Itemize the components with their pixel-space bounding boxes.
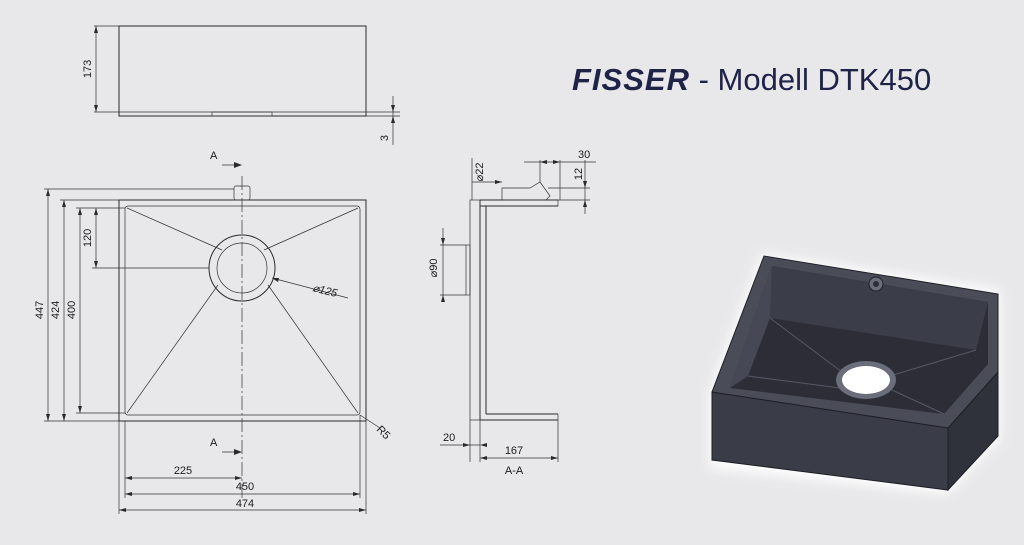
dim-424: 424 — [50, 301, 62, 319]
dim-3: 3 — [379, 135, 391, 141]
brand-name: FISSER — [572, 62, 690, 97]
product-title: FISSER - Modell DTK450 — [572, 62, 931, 98]
dim-167: 167 — [505, 445, 523, 457]
dim-drain-diameter: ⌀125 — [311, 282, 339, 300]
model-name: Modell DTK450 — [717, 62, 932, 97]
dim-474: 474 — [236, 498, 254, 510]
front-view-drain-tab — [211, 111, 273, 117]
section-label-top: A — [210, 150, 218, 162]
section-label: A-A — [505, 465, 524, 477]
dim-173: 173 — [82, 60, 94, 78]
front-view-outline — [118, 25, 367, 117]
section-label-bottom: A — [210, 437, 218, 449]
plan-view: A A 447 424 400 120 ⌀125 R — [34, 150, 392, 514]
dim-22: ⌀22 — [474, 163, 486, 182]
dim-450: 450 — [236, 481, 254, 493]
section-overflow-fitting — [501, 181, 551, 201]
section-flange — [469, 199, 481, 421]
dim-12: 12 — [573, 168, 585, 180]
dim-120: 120 — [82, 229, 94, 247]
title-separator: - — [689, 62, 718, 97]
plan-inner-bowl — [124, 205, 361, 416]
dim-400: 400 — [66, 301, 78, 319]
dim-radius: R5 — [374, 424, 392, 442]
front-view: 173 3 — [82, 25, 400, 145]
section-view: ⌀22 30 12 ⌀90 20 167 A-A — [428, 149, 596, 477]
dim-30: 30 — [578, 149, 590, 161]
plan-outer-rim — [118, 199, 367, 422]
dim-20: 20 — [443, 432, 455, 444]
dim-225: 225 — [174, 465, 192, 477]
sink-3d-render — [710, 254, 1000, 494]
dim-90: ⌀90 — [428, 259, 440, 278]
section-drain-stub — [465, 244, 471, 296]
dim-447: 447 — [34, 301, 46, 319]
